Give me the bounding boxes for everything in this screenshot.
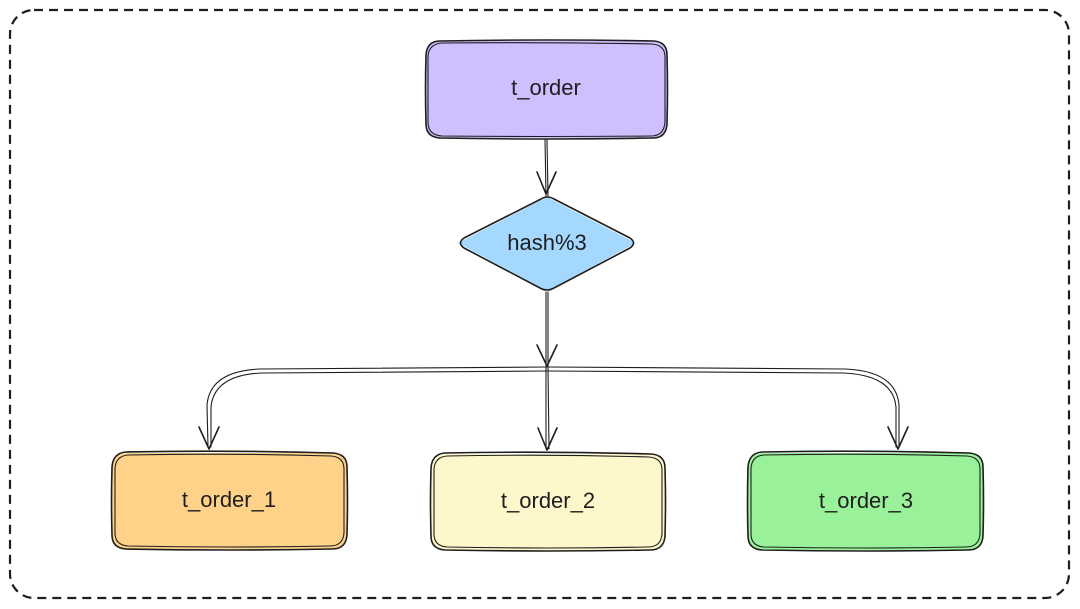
- dashed-frame: [8, 8, 1071, 600]
- edge-router-to-shard-2: [537, 366, 558, 451]
- node-hash-router-shape: [458, 197, 636, 291]
- node-t-order-box: [426, 41, 667, 138]
- node-t-order-2-box: [431, 454, 665, 550]
- node-t-order[interactable]: t_order: [424, 39, 669, 140]
- edge-source-to-router: [536, 138, 557, 197]
- edge-router-to-shard-1: [198, 366, 548, 450]
- node-t-order-outline: [424, 39, 669, 140]
- node-hash-router-label: hash%3: [507, 230, 587, 255]
- node-t-order-1-label: t_order_1: [182, 487, 276, 512]
- node-t-order-3-box: [748, 453, 983, 550]
- node-t-order-2-label: t_order_2: [501, 488, 595, 513]
- node-t-order-2[interactable]: t_order_2: [429, 451, 667, 552]
- node-t-order-1[interactable]: t_order_1: [110, 450, 349, 551]
- node-hash-router[interactable]: hash%3: [458, 196, 636, 291]
- edge-router-to-shard-3: [547, 366, 909, 450]
- node-t-order-3-label: t_order_3: [819, 488, 913, 513]
- node-t-order-1-box: [112, 453, 347, 549]
- node-t-order-label: t_order: [511, 75, 581, 100]
- edge-router-trunk: [536, 291, 558, 367]
- node-t-order-3[interactable]: t_order_3: [746, 450, 985, 552]
